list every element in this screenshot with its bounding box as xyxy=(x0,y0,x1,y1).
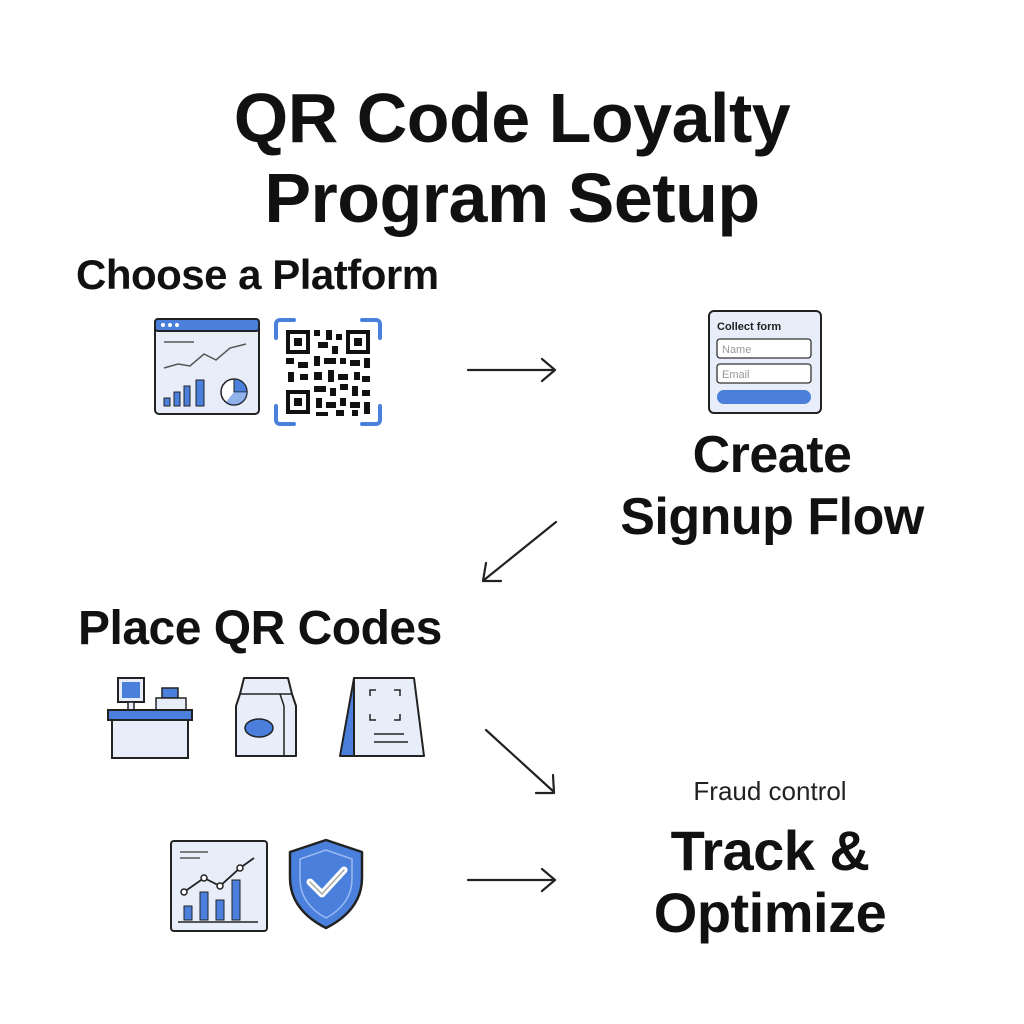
step-create-signup-flow: Create Signup Flow xyxy=(580,424,964,548)
shield-check-icon xyxy=(288,838,364,930)
title-line-2: Program Setup xyxy=(264,159,760,237)
step-create-signup-line-2: Signup Flow xyxy=(620,488,924,546)
step-track-line-1: Track & xyxy=(670,819,870,882)
step-choose-platform: Choose a Platform xyxy=(76,251,439,298)
form-icon: Collect form Name Email xyxy=(708,310,822,414)
step-place-qr-codes: Place QR Codes xyxy=(78,602,442,655)
step-track-optimize: Track & Optimize xyxy=(600,820,940,944)
form-submit-bar xyxy=(717,390,811,404)
arrow-to-track xyxy=(484,728,556,795)
step-track-line-2: Optimize xyxy=(653,881,887,944)
arrow-to-signup xyxy=(466,357,557,383)
product-bag-icon xyxy=(235,677,297,757)
diagram-title: QR Code Loyalty Program Setup xyxy=(0,78,1024,238)
title-line-1: QR Code Loyalty xyxy=(233,79,791,157)
arrow-tracking-to-optimize xyxy=(466,867,557,893)
analytics-chart-icon xyxy=(170,840,268,932)
qr-code-icon xyxy=(274,318,382,426)
checkout-counter-icon xyxy=(107,677,193,759)
form-name-placeholder: Name xyxy=(722,344,751,356)
dashboard-icon xyxy=(154,318,260,415)
form-email-placeholder: Email xyxy=(722,369,750,381)
form-heading: Collect form xyxy=(717,321,781,333)
step-create-signup-line-1: Create xyxy=(692,426,852,484)
arrow-to-place-qr xyxy=(481,520,558,583)
a-frame-sign-icon xyxy=(339,677,425,757)
fraud-control-note: Fraud control xyxy=(693,776,847,806)
